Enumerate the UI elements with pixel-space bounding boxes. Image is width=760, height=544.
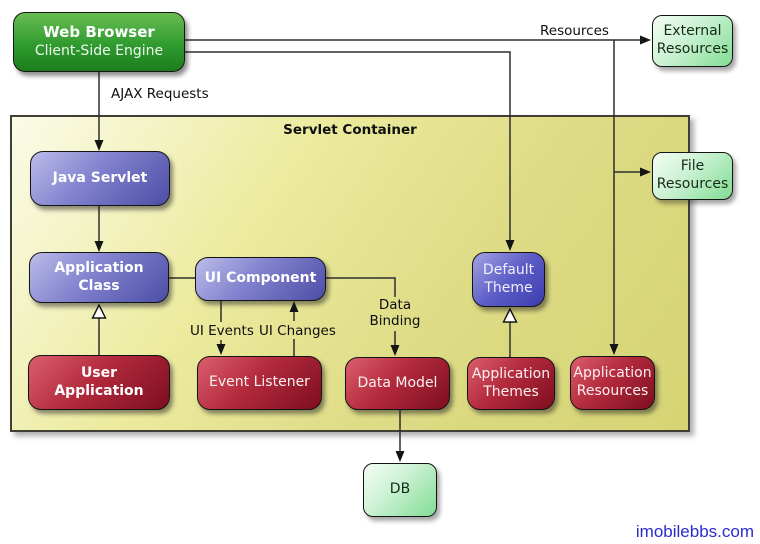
file-resources-line2: Resources <box>656 176 729 192</box>
event-listener-label: Event Listener <box>209 374 310 391</box>
node-ui-component: UI Component <box>195 257 326 301</box>
edge-datamodel-db-arrowhead <box>395 451 405 462</box>
edge-label-ajax-requests: AJAX Requests <box>111 86 209 102</box>
node-application-themes: Application Themes <box>467 357 555 410</box>
watermark: imobilebbs.com <box>635 522 754 541</box>
application-resources-line1: Application <box>573 365 652 382</box>
user-application-line2: Application <box>54 382 144 399</box>
node-file-resources: File Resources <box>652 152 733 200</box>
node-event-listener: Event Listener <box>197 356 322 410</box>
node-application-resources: Application Resources <box>570 356 655 410</box>
web-browser-title: Web Browser <box>43 23 155 42</box>
application-class-line1: Application <box>54 259 144 276</box>
edge-label-ui-changes: UI Changes <box>259 323 336 339</box>
edge-label-resources: Resources <box>540 23 609 39</box>
node-external-resources: External Resources <box>652 15 733 67</box>
default-theme-line1: Default <box>482 261 535 278</box>
node-default-theme: Default Theme <box>472 252 545 307</box>
edge-label-data-binding: Data Binding <box>369 297 421 329</box>
data-model-label: Data Model <box>357 374 438 391</box>
file-resources-line1: File <box>680 158 705 175</box>
default-theme-line2: Theme <box>484 279 533 296</box>
user-application-line1: User <box>80 364 118 381</box>
external-resources-line1: External <box>663 23 722 40</box>
edge-label-ui-events: UI Events <box>190 323 254 339</box>
node-db: DB <box>363 463 437 517</box>
node-web-browser: Web Browser Client-Side Engine <box>13 12 185 72</box>
java-servlet-label: Java Servlet <box>52 169 148 186</box>
node-data-model: Data Model <box>345 357 450 410</box>
external-resources-line2: Resources <box>656 41 729 57</box>
edge-resources-arrowhead <box>640 35 651 45</box>
node-application-class: Application Class <box>29 252 169 303</box>
db-label: DB <box>389 481 411 498</box>
servlet-container-title: Servlet Container <box>283 122 417 138</box>
ui-component-label: UI Component <box>204 270 317 287</box>
application-themes-line1: Application <box>471 365 551 382</box>
node-java-servlet: Java Servlet <box>30 151 170 206</box>
application-resources-line2: Resources <box>576 383 649 399</box>
node-user-application: User Application <box>28 355 170 410</box>
application-class-line2: Class <box>78 277 120 294</box>
application-themes-line2: Themes <box>483 383 539 400</box>
web-browser-subtitle: Client-Side Engine <box>34 42 164 59</box>
